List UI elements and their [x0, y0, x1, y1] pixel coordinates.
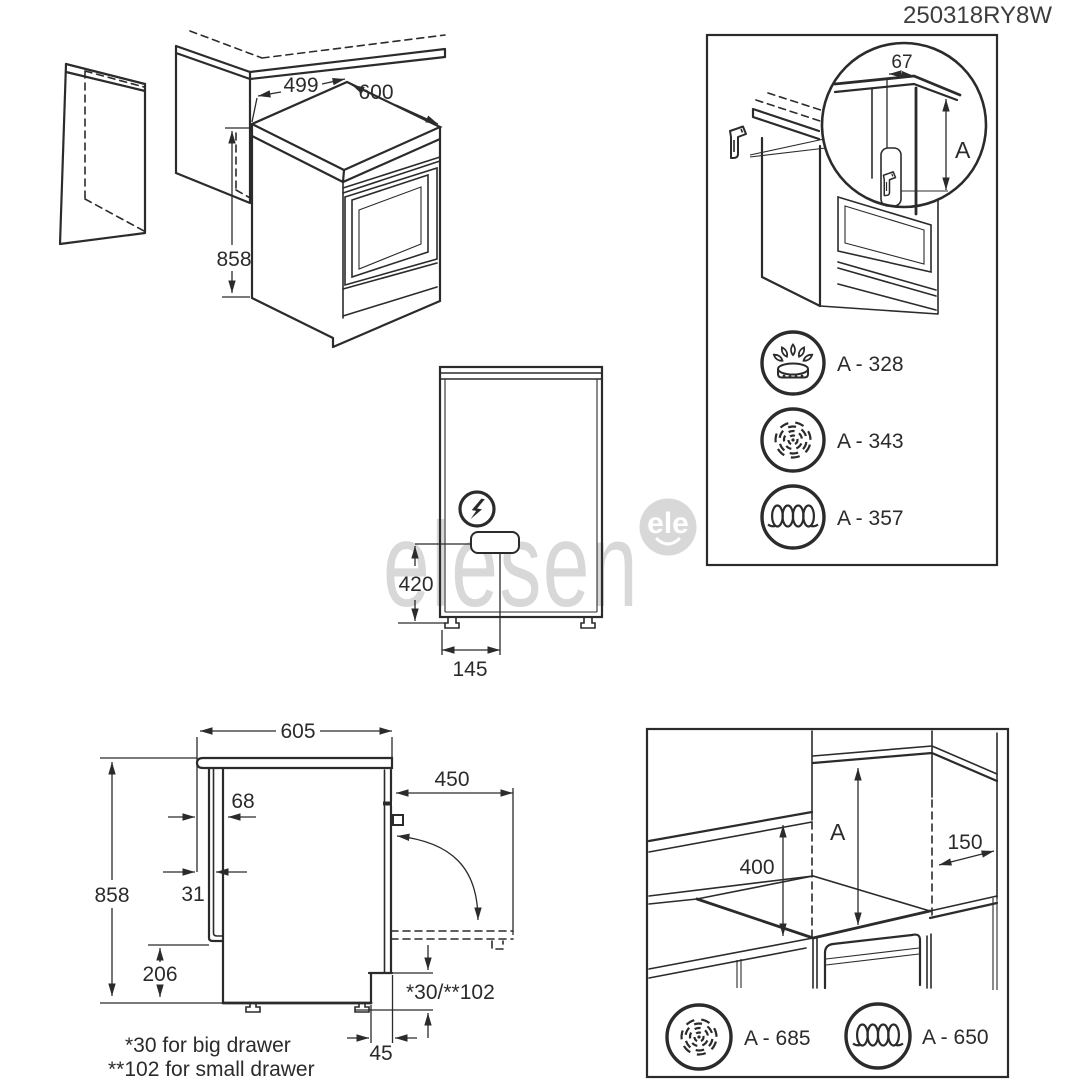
legend-row-coil: A - 357	[760, 484, 904, 550]
dim-label-206: 206	[142, 963, 177, 986]
dim-label-605: 605	[280, 720, 315, 743]
dim-label-67: 67	[891, 52, 912, 73]
note-big-drawer: *30 for big drawer	[125, 1034, 291, 1057]
dim-label-drawer-offset: *30/**102	[406, 981, 495, 1004]
dim-label-45: 45	[369, 1042, 392, 1065]
document-code: 250318RY8W	[903, 2, 1052, 29]
electric-bolt-icon	[458, 490, 496, 528]
watermark-badge-text: ele	[647, 507, 689, 540]
legend-label-a343: A - 343	[837, 430, 904, 453]
clearance-panel: A 400 150 A - 685 A - 650	[645, 727, 1010, 1079]
dim-label-420: 420	[398, 573, 433, 596]
legend-row-radiant: A - 343	[760, 407, 904, 473]
watermark-badge: ele	[639, 498, 697, 556]
side-view-diagram: 605 858 68 31 206 450 *30/**102 45 *30	[94, 720, 514, 1080]
legend-label-a685: A - 685	[744, 1027, 811, 1050]
watermark: elesen ele	[383, 498, 697, 632]
dim-label-150: 150	[947, 831, 982, 854]
legend-label-a357: A - 357	[837, 507, 904, 530]
dim-label-400: 400	[739, 856, 774, 879]
legend-row-radiant-2: A - 685	[665, 1003, 811, 1071]
dim-label-A-bottom: A	[830, 819, 846, 845]
dim-label-31: 31	[181, 883, 204, 906]
legend-row-coil-2: A - 650	[844, 1002, 989, 1070]
dim-label-450: 450	[434, 768, 469, 791]
isometric-niche-diagram: 499 600 858	[58, 30, 447, 349]
dim-label-A-top: A	[955, 137, 971, 163]
dim-label-499: 499	[283, 74, 318, 97]
legend-label-a650: A - 650	[922, 1026, 989, 1049]
legend-row-gas: A - 328	[760, 330, 904, 396]
rear-connection-diagram: 420 145	[398, 365, 604, 681]
dim-label-858-side: 858	[94, 884, 129, 907]
note-small-drawer: **102 for small drawer	[108, 1058, 315, 1080]
wall-bracket-icon	[729, 125, 747, 159]
dim-label-68: 68	[231, 790, 254, 813]
door-handle	[392, 814, 404, 826]
dim-label-145: 145	[452, 658, 487, 681]
dim-label-858-iso: 858	[216, 248, 251, 271]
legend-label-a328: A - 328	[837, 353, 904, 376]
dim-label-600: 600	[358, 81, 393, 104]
anti-tilt-panel: 67 A A - 328 A - 343 A - 357	[705, 33, 999, 567]
watermark-text: elesen	[383, 498, 639, 632]
connection-socket	[470, 531, 520, 554]
